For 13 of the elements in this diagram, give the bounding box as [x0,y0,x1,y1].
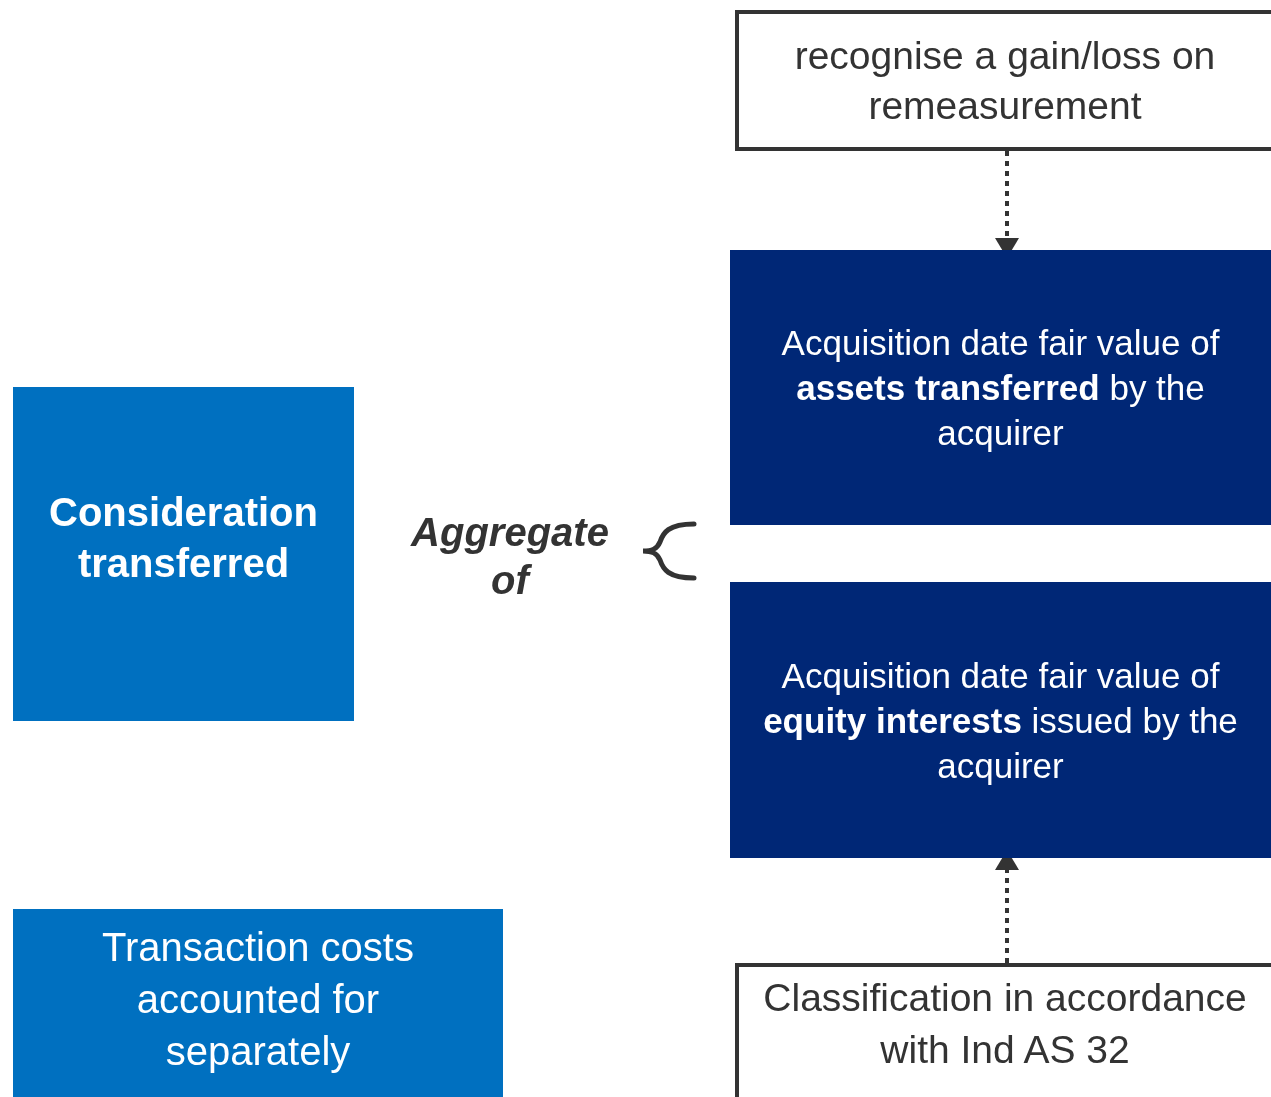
box-text: Acquisition date fair value of equity interests issued by the acquirer [762,654,1239,787]
process-box [730,250,1271,525]
box-text: Acquisition date fair value of assets transferred by the acquirer [780,322,1221,454]
annotation-text: Aggregate of [409,509,610,604]
process-box [13,387,354,721]
box-text: Consideration transferred [48,489,319,587]
outlined-box [735,10,1271,151]
box-text: Transaction costs accounted for separately [101,924,415,1075]
process-box [730,582,1271,858]
process-box [13,909,503,1097]
outlined-box [735,963,1271,1097]
box-text: Classification in accordance with Ind AS 32 [762,975,1248,1073]
box-text: recognise a gain/loss on remeasurement [793,32,1217,129]
